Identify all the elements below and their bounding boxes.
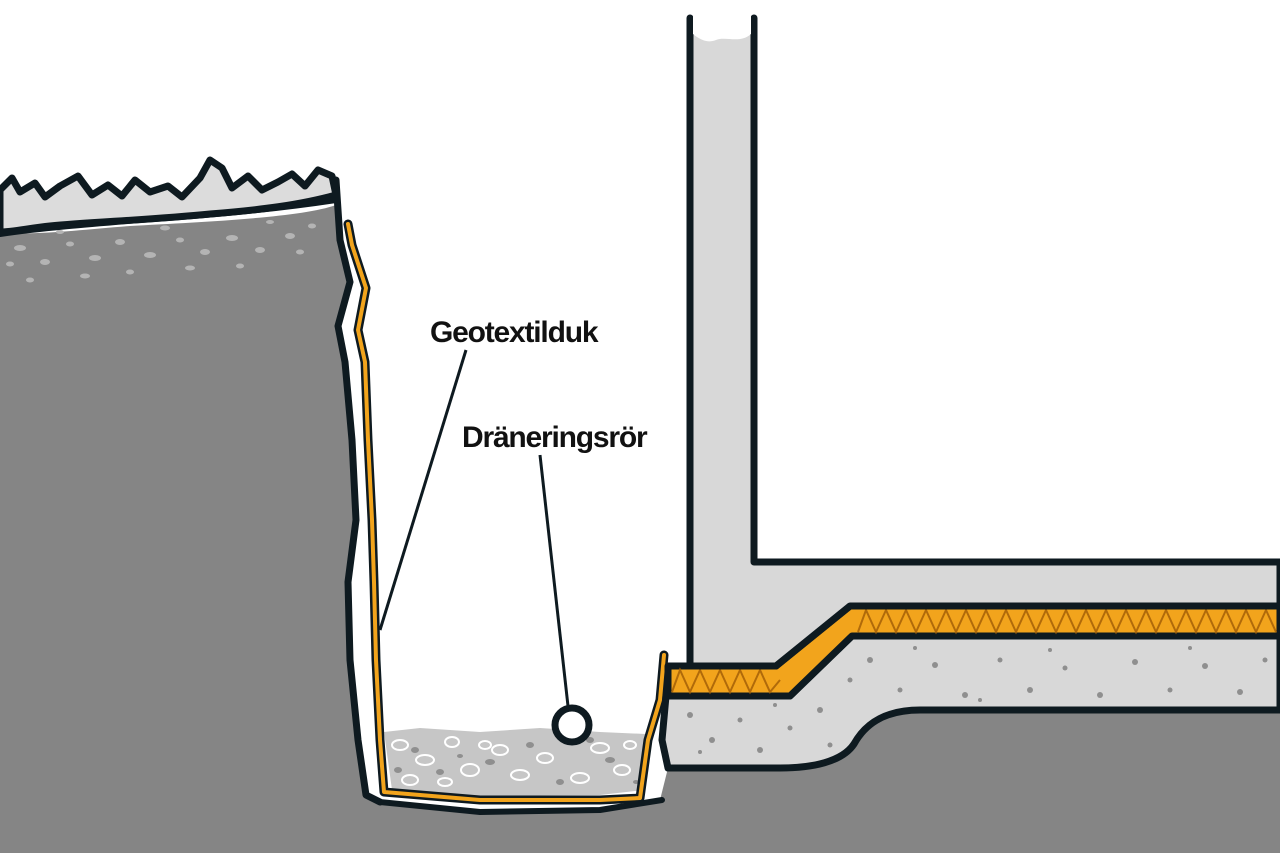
foundation-gravel-dots: [687, 646, 1268, 754]
soil-edge-line: [0, 197, 339, 237]
soil-ground: [0, 205, 1280, 853]
drain-pipe-label: Dräneringsrör: [462, 421, 648, 454]
concrete-foundation: [686, 14, 1280, 670]
geotextile-fabric-outline: [343, 219, 669, 805]
trench-wall-outline: [332, 176, 384, 806]
topsoil-speckles: [6, 220, 316, 283]
drain-pipe-leader-line: [538, 454, 570, 707]
wall-cut-edge: [693, 0, 751, 42]
gravel-stones: [391, 736, 637, 787]
geotextile-fabric: [346, 222, 666, 802]
trench-bottom-outline: [377, 797, 665, 815]
drain-pipe: [551, 704, 593, 746]
gravel-dark-stones: [394, 737, 639, 785]
foundation-gravel: [658, 632, 1280, 772]
geotextile-leader-line: [378, 349, 468, 631]
insulation-zigzag: [671, 607, 1277, 695]
geotextile-label: Geotextilduk: [430, 316, 599, 349]
